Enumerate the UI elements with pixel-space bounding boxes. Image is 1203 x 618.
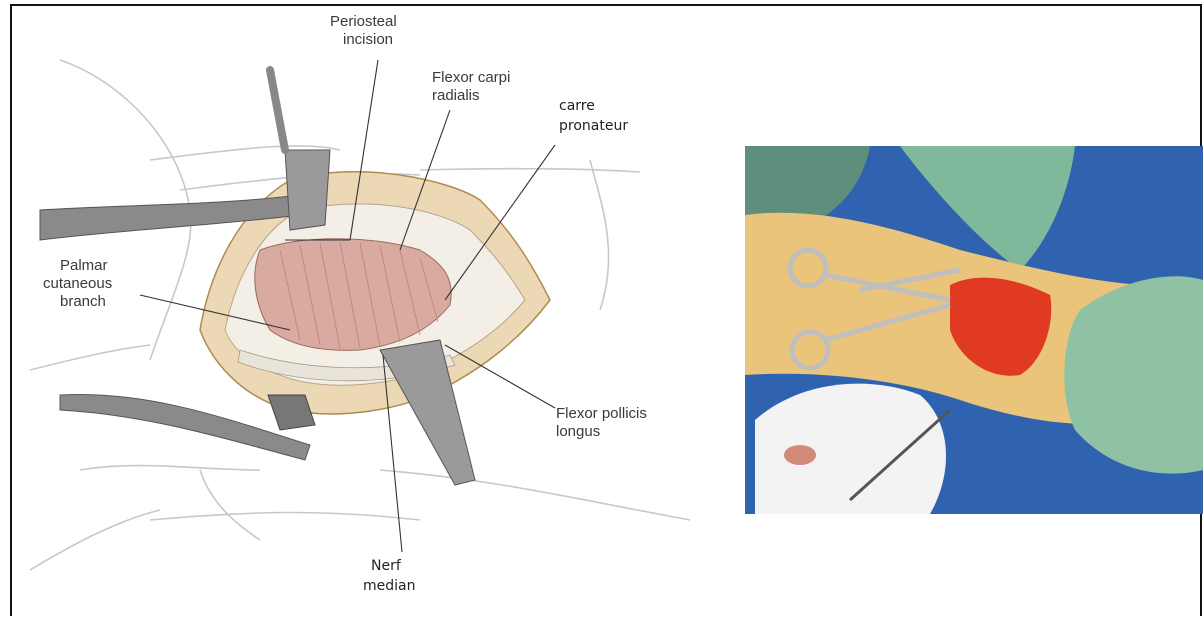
label-nerf-median: Nerf median: [363, 558, 415, 594]
label-flexor-carpi-radialis: Flexor carpi radialis: [432, 69, 515, 104]
blood-spot: [784, 445, 816, 465]
label-flexor-pollicis-longus: Flexor pollicis longus: [556, 405, 651, 440]
upper-retractor-shaft: [270, 70, 285, 150]
label-periosteal-incision: Periosteal incision: [330, 13, 401, 48]
surgical-illustration: Periosteal incision Flexor carpi radiali…: [30, 13, 690, 594]
surgical-photo: [745, 146, 1203, 514]
label-carre-pronateur: carre pronateur: [559, 98, 628, 134]
gauze: [755, 384, 946, 514]
upper-retractor-blade: [285, 150, 330, 230]
label-palmar-cutaneous-branch: Palmar cutaneous branch: [43, 257, 116, 310]
